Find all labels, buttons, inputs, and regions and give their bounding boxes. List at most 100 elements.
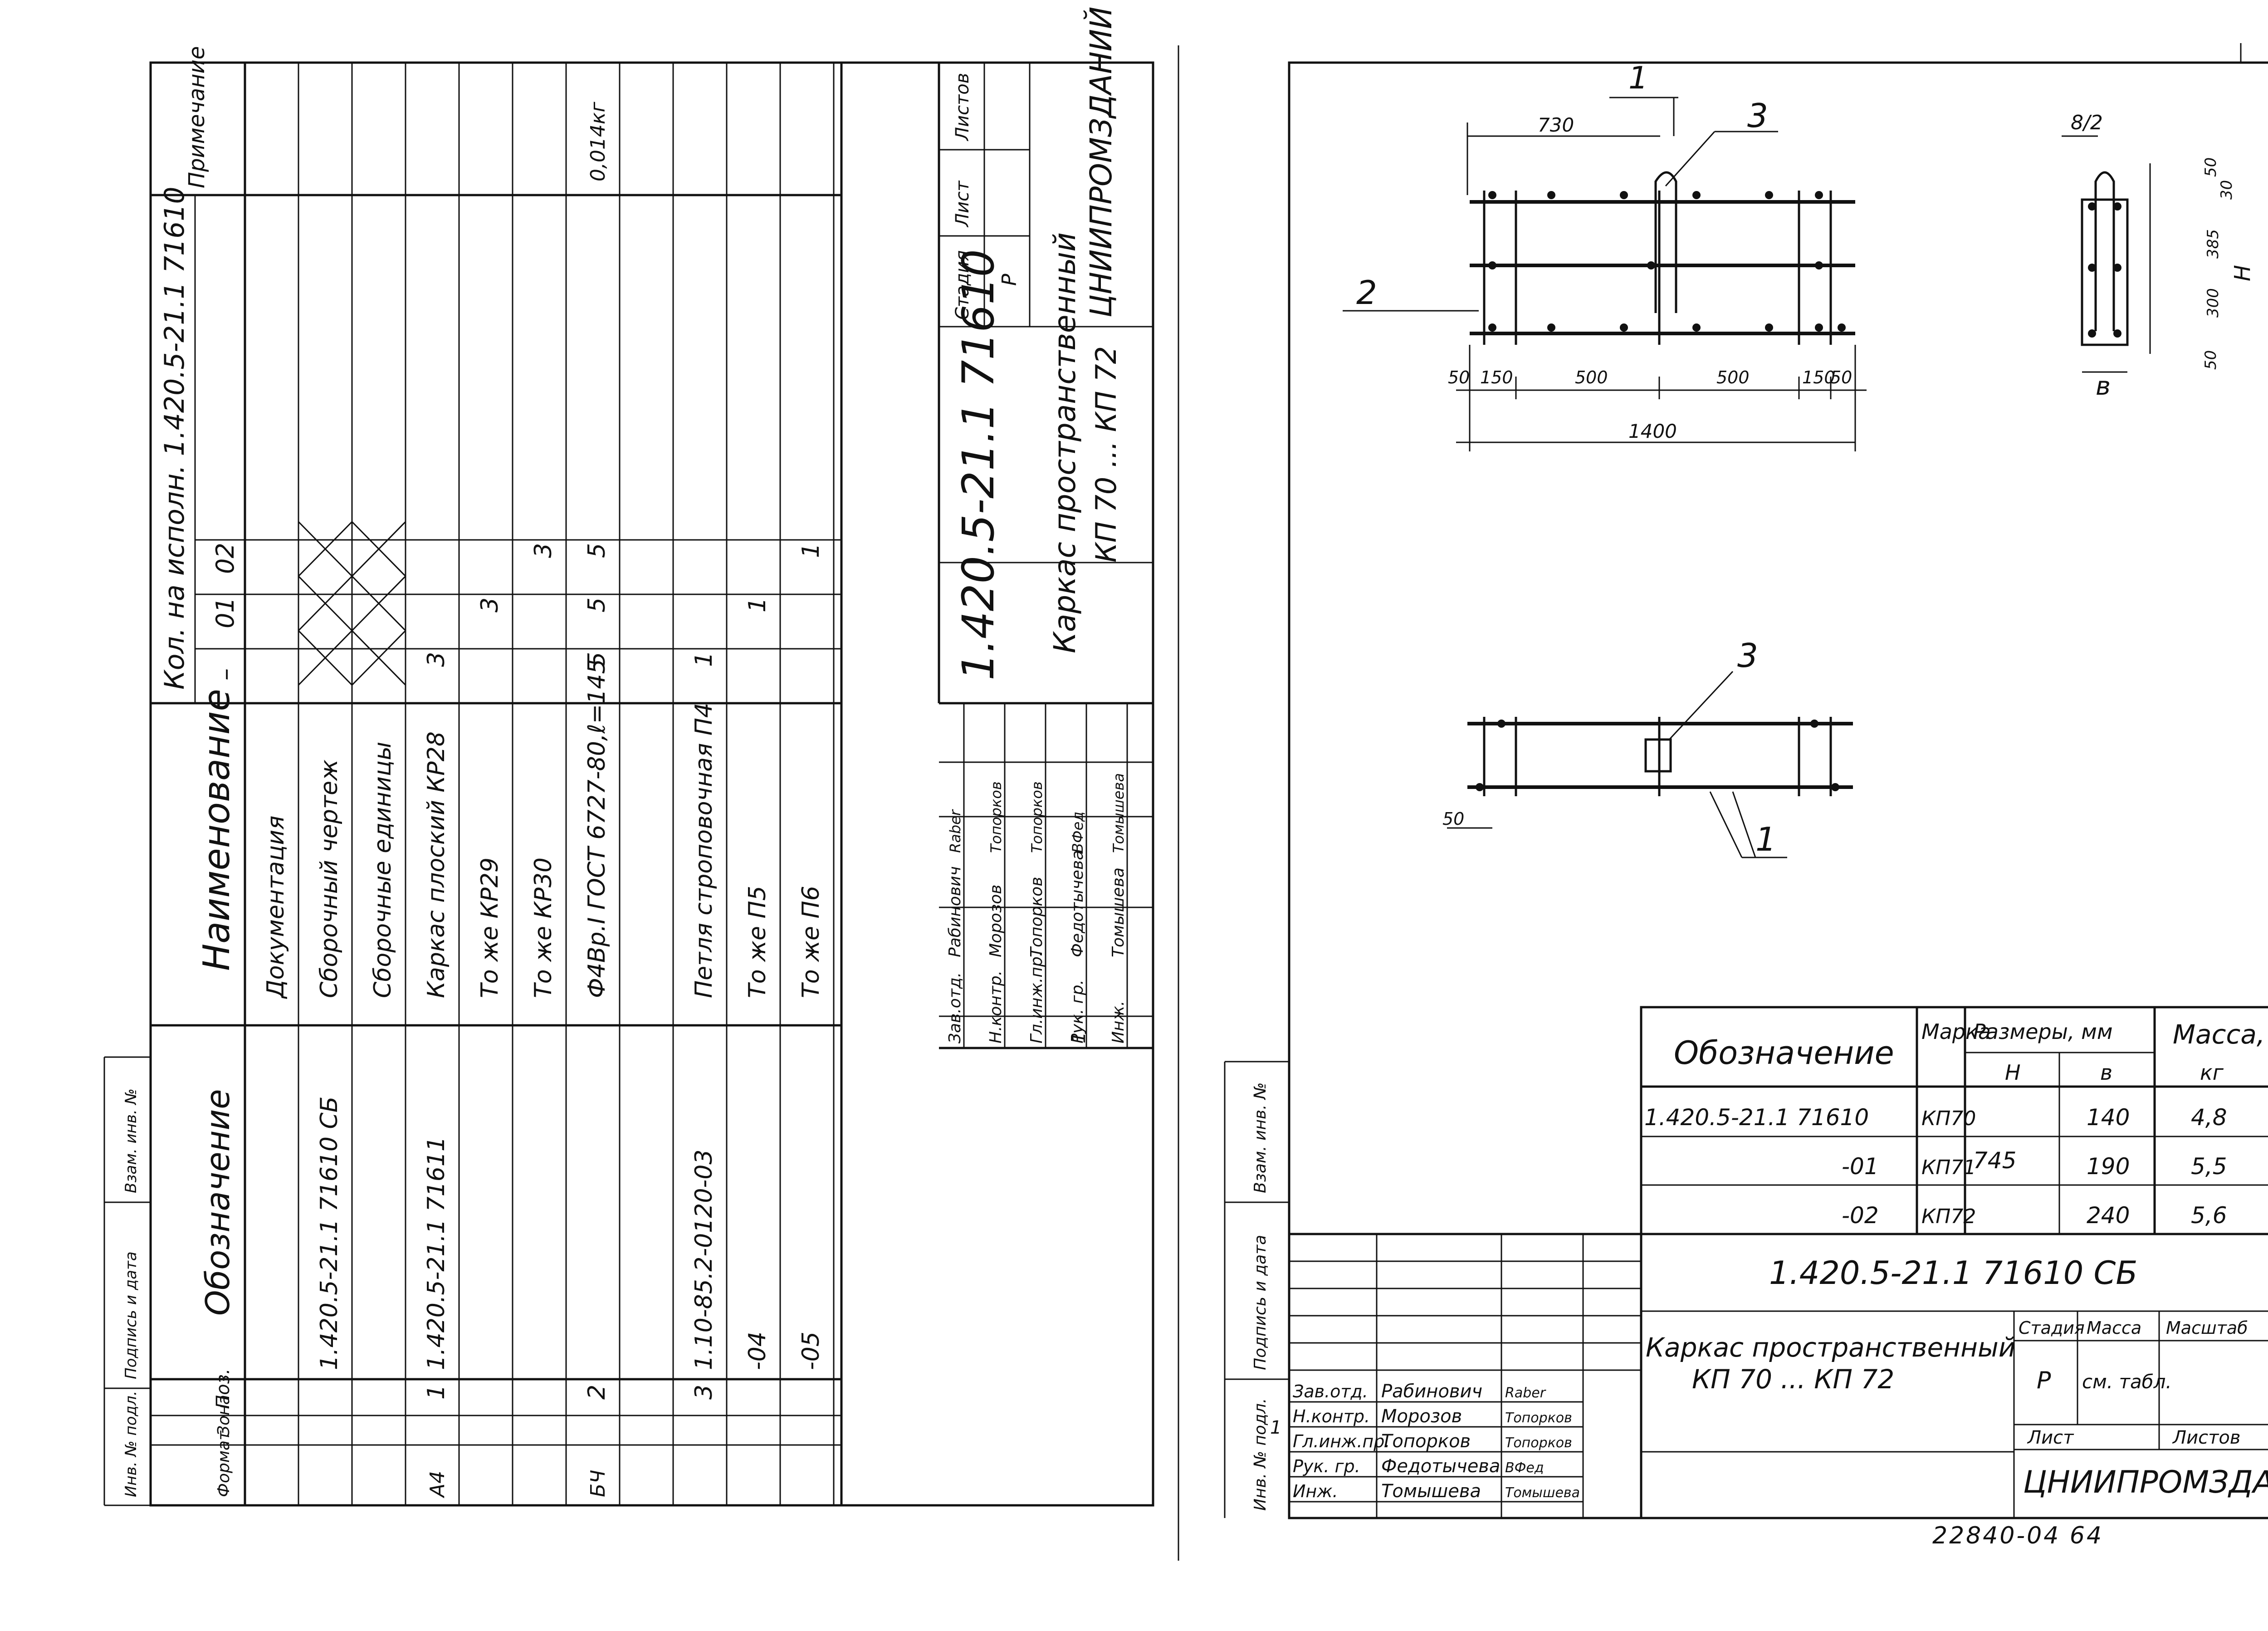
table-header-designation: Обозначение — [1674, 1034, 1894, 1072]
spec-cell-format: БЧ — [587, 1470, 610, 1497]
cross-mark — [298, 521, 353, 577]
table-cell-b: 140 — [2087, 1104, 2130, 1131]
table-cell-mass: 5,5 — [2191, 1153, 2227, 1180]
section-dim-30: 30 — [2218, 180, 2236, 200]
spec-signer-name: Рабинович — [946, 866, 964, 957]
spec-cell-qty: 1 — [744, 598, 771, 612]
spec-cell-qty: 3 — [530, 543, 557, 558]
section-h-label: Н — [2230, 265, 2255, 281]
spec-title-code: 1.420.5-21.1 71610 — [953, 249, 1004, 681]
spec-cell-qty: 1 — [797, 543, 825, 558]
table-cell-mark: КП71 — [1921, 1156, 1976, 1179]
dim-730: 730 — [1538, 114, 1574, 136]
parts-table: Обозначение Марка Размеры, мм Н в Масса,… — [1640, 1006, 2268, 1235]
section-view: 8/2 в 50 30 385 300 50 Н — [2062, 111, 2255, 401]
spec-rev: 1 — [1069, 1032, 1090, 1043]
spec-cell-designation: 1.10-85.2-0120-03 — [690, 1150, 718, 1370]
spec-header-qty-title: Кол. на исполн. 1.420.5-21.1 71610 — [159, 186, 191, 690]
plan-dim-50: 50 — [1442, 809, 1464, 829]
spec-header-qty-2: 02 — [211, 543, 240, 574]
plan-label-1: 1 — [1755, 820, 1776, 858]
cross-mark — [298, 630, 353, 686]
dim-overall: 1400 — [1628, 420, 1677, 442]
signer-sign: Raber — [1505, 1385, 1546, 1401]
spec-cell-name: Каркас плоский КР28 — [423, 731, 450, 998]
mass-value: см. табл. — [2082, 1371, 2172, 1393]
spec-cell-qty: 5 — [583, 543, 611, 558]
footer-code: 22840-04 64 — [1932, 1522, 2104, 1549]
section-dim-50a: 50 — [2202, 157, 2220, 177]
scale-label: Масштаб — [2166, 1318, 2248, 1338]
spec-header-zone: Зона — [215, 1395, 233, 1436]
spec-header-name: Наименование — [196, 689, 238, 971]
spec-cell-name: Документация — [262, 816, 289, 999]
sheets-label: Листов — [2172, 1427, 2240, 1448]
spec-signer-sign: Raber — [947, 809, 964, 853]
spec-signer-role: Инж. — [1109, 1001, 1128, 1043]
title-line1: Каркас пространственный — [1646, 1332, 2015, 1363]
signer-role: Рук. гр. — [1293, 1456, 1360, 1476]
assembly-title-block: 1.420.5-21.1 71610 СБ Каркас пространств… — [1289, 1233, 2268, 1518]
section-width-label: в — [2096, 372, 2111, 401]
table-cell-designation: 1.420.5-21.1 71610 — [1644, 1104, 1869, 1131]
signer-name: Федотычева — [1381, 1456, 1500, 1477]
spec-cell-designation: 1.420.5-21.1 71611 — [423, 1136, 450, 1370]
signer-name: Морозов — [1381, 1406, 1462, 1427]
spec-stamp-inv: Инв. № подл. — [122, 1391, 140, 1497]
signer-role: Н.контр. — [1293, 1406, 1370, 1426]
plan-view: 3 1 50 — [1442, 637, 1853, 858]
cross-mark — [351, 521, 406, 577]
spec-cell-qty: 5 — [583, 598, 611, 612]
signer-sign: Топорков — [1505, 1435, 1572, 1451]
signer-sign: Томышева — [1505, 1485, 1580, 1501]
title-line2: КП 70 ... КП 72 — [1692, 1364, 1894, 1395]
stamp-replace: Взам. инв. № — [1251, 1082, 1270, 1193]
section-top-label: 8/2 — [2071, 111, 2103, 134]
spec-signer-name: Морозов — [987, 885, 1005, 957]
dim-bottom: 500 — [1575, 367, 1608, 387]
spec-cell-name: Сборочные единицы — [369, 742, 396, 998]
spec-cell-qty: 1 — [690, 652, 718, 667]
spec-side-stamp: Инв. № подл. Подпись и дата Взам. инв. № — [103, 1056, 151, 1506]
spec-cell-qty: 5 — [583, 652, 611, 667]
spec-cell-name: Ф4Вр.I ГОСТ 6727-80,ℓ=145 — [583, 659, 611, 998]
spec-signer-sign: ВФед — [1069, 812, 1086, 853]
table-header-b: в — [2100, 1060, 2112, 1085]
cross-mark — [351, 630, 406, 686]
spec-cell-note: 0,014кг — [587, 101, 610, 181]
spec-signer-role: Зав.отд. — [946, 972, 964, 1043]
section-dim-50b: 50 — [2202, 350, 2220, 370]
signer-role: Инж. — [1293, 1481, 1338, 1501]
stage-label: Стадия — [2019, 1318, 2085, 1338]
spec-stamp-replace: Взам. инв. № — [122, 1088, 140, 1193]
spec-cell-name: То же КР30 — [530, 857, 557, 998]
spec-stage-value: Р — [998, 274, 1021, 286]
spec-title-line1: Каркас пространственный — [1047, 232, 1082, 653]
spec-cell-name: Сборочный чертеж — [316, 759, 343, 998]
spec-sheets-label: Листов — [952, 73, 973, 142]
signer-sign: ВФед — [1505, 1460, 1544, 1476]
spec-cell-name: То же П6 — [797, 886, 825, 998]
spec-header-format: Формат — [215, 1430, 233, 1497]
stage-value: Р — [2037, 1367, 2051, 1394]
signer-role: Гл.инж.пр. — [1293, 1431, 1390, 1451]
spec-sheet: Формат Зона Поз. Обозначение Наименовани… — [103, 7, 1179, 1561]
spec-signer-name: Томышева — [1109, 867, 1128, 957]
table-header-mass-unit: кг — [2200, 1060, 2224, 1085]
spec-sheet-label: Лист — [952, 180, 973, 228]
table-header-h: Н — [2005, 1060, 2021, 1085]
spec-cell-designation: -05 — [797, 1332, 825, 1370]
table-cell-h: 745 — [1973, 1147, 2016, 1174]
sheet-label: Лист — [2027, 1427, 2074, 1448]
spec-org: ЦНИИПРОМЗДАНИЙ — [1083, 7, 1119, 318]
spec-signer-sign: Томышева — [1110, 773, 1127, 853]
signer-sign: Топорков — [1505, 1410, 1572, 1426]
table-cell-designation: -02 — [1842, 1202, 1879, 1229]
spec-header-note: Примечание — [184, 46, 210, 188]
spec-cell-name: То же П5 — [744, 886, 771, 998]
spec-signer-role: Н.контр. — [987, 970, 1005, 1043]
section-dim-300: 300 — [2204, 288, 2222, 318]
table-header-mark: Марка — [1921, 1019, 1991, 1044]
